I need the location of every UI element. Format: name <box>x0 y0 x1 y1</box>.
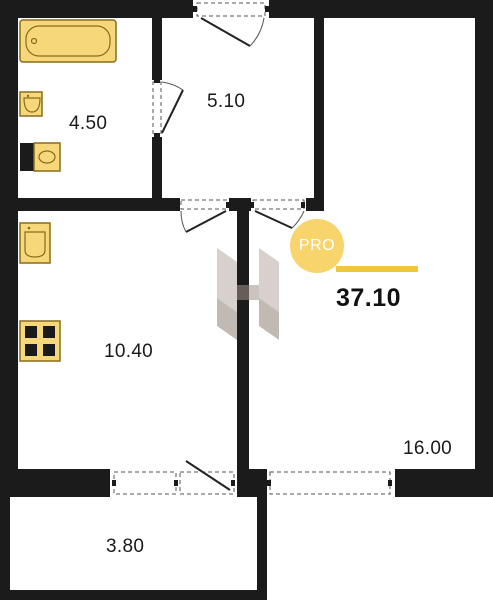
room-area-bathroom: 4.50 <box>69 113 108 134</box>
entrance-door-swing <box>249 17 265 47</box>
living-door-swing <box>291 210 305 229</box>
marker <box>267 480 271 486</box>
living-window <box>269 471 391 495</box>
door-leaves <box>161 17 305 491</box>
marker <box>265 6 269 12</box>
marker <box>154 133 160 137</box>
marker <box>301 202 305 208</box>
balcony-wall-left <box>0 497 10 600</box>
marker <box>231 480 235 486</box>
kitchen-window <box>113 471 177 495</box>
washbasin-icon <box>19 91 43 117</box>
marker <box>250 202 254 208</box>
wall-horizontal-center <box>229 198 251 211</box>
brand-watermark-icon <box>217 248 279 340</box>
wall-hall-living <box>314 18 324 211</box>
living-door-leaf <box>254 210 293 229</box>
bath-door-leaf <box>161 89 184 134</box>
opening-markers <box>112 6 392 486</box>
kitchen-door-swing <box>180 210 187 233</box>
wall-right <box>475 0 493 497</box>
balcony-walls <box>0 497 267 600</box>
wall-bottom-mid <box>237 469 267 497</box>
marker <box>226 202 230 208</box>
toilet-icon <box>20 142 61 172</box>
bath-door-swing <box>161 81 184 91</box>
pro-badge: PRO <box>290 219 344 273</box>
balcony-door-leaf <box>185 460 231 491</box>
wall-bottom-left <box>0 469 110 497</box>
entrance-door-leaf <box>200 17 251 47</box>
accent-underline <box>336 266 418 272</box>
entrance-opening <box>196 2 266 17</box>
room-area-balcony: 3.80 <box>106 536 145 557</box>
living-door-opening <box>252 199 305 210</box>
marker <box>174 480 178 486</box>
marker <box>193 6 197 12</box>
kitchen-door-leaf <box>185 210 227 233</box>
wall-horizontal-left <box>18 198 180 211</box>
wall-bath-hall-lower <box>152 137 162 198</box>
wall-bottom-right <box>395 469 493 497</box>
outer-walls <box>0 0 493 497</box>
stove-icon <box>19 320 61 362</box>
wall-kitchen-living <box>237 211 249 469</box>
kitchen-door-opening <box>180 199 228 210</box>
total-area: 37.10 <box>336 284 402 312</box>
room-area-kitchen: 10.40 <box>104 341 154 362</box>
balcony-wall-right <box>257 497 267 600</box>
sink-icon <box>19 222 51 264</box>
wall-left <box>0 0 18 497</box>
balcony-wall-bottom <box>0 590 267 600</box>
room-area-living-room: 16.00 <box>403 438 453 459</box>
marker <box>112 480 116 486</box>
bathtub-icon <box>19 19 117 63</box>
marker <box>176 202 180 208</box>
wall-top-right <box>269 0 493 18</box>
marker <box>154 79 160 83</box>
wall-bath-hall-upper <box>152 18 162 80</box>
inner-walls <box>18 18 324 469</box>
wall-top-left <box>0 0 193 18</box>
marker <box>388 480 392 486</box>
bath-door-opening <box>152 81 162 136</box>
room-area-hallway: 5.10 <box>207 91 246 112</box>
